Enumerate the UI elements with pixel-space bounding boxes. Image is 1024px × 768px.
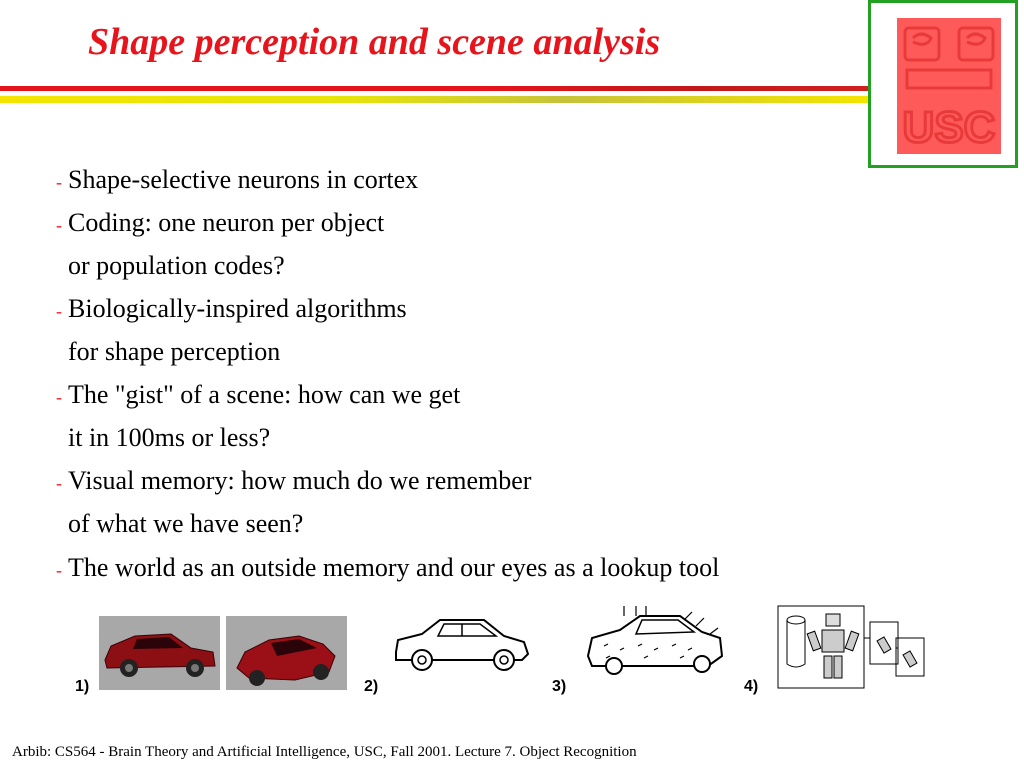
bullet-marker: - (56, 301, 62, 321)
car-normals-drawing (586, 606, 724, 675)
bullet-marker: - (56, 215, 62, 235)
bullet-6-line-1: The world as an outside memory and our e… (68, 553, 720, 582)
usc-logo-icon: USC (897, 18, 1001, 154)
rendered-car-images (99, 616, 347, 690)
bullet-4-line-2: it in 100ms or less? (68, 423, 271, 452)
figure-1-rendered-cars: 1) (75, 616, 347, 695)
bullet-3-line-2: for shape perception (68, 337, 281, 366)
bullet-marker: - (56, 172, 62, 192)
title-rule-yellow (0, 96, 870, 103)
geon-decomposition-drawing (777, 605, 925, 689)
bullet-marker: - (56, 560, 62, 580)
bullet-4-line-1: The "gist" of a scene: how can we get (68, 380, 461, 409)
bullet-2-line-1: Coding: one neuron per object (68, 208, 385, 237)
slide-footer: Arbib: CS564 - Brain Theory and Artifici… (12, 744, 637, 760)
bullet-1-line-1: Shape-selective neurons in cortex (68, 165, 419, 194)
bullet-2-line-2: or population codes? (68, 251, 285, 280)
figure-2-line-drawing-car: 2) (364, 612, 532, 695)
figure-label-2: 2) (364, 678, 379, 695)
usc-logo: USC (868, 0, 1018, 168)
figure-label-4: 4) (744, 678, 759, 695)
bullet-3-line-1: Biologically-inspired algorithms (68, 294, 407, 323)
figure-3-car-surface-normals: 3) (552, 606, 726, 695)
bullet-marker: - (56, 473, 62, 493)
bullet-marker: - (56, 387, 62, 407)
logo-letters: USC (903, 103, 996, 152)
figure-label-3: 3) (552, 678, 567, 695)
car-line-drawing (395, 619, 530, 671)
figure-4-part-decomposition: 4) (744, 598, 926, 695)
bullet-5-line-2: of what we have seen? (68, 509, 304, 538)
slide-title: Shape perception and scene analysis (88, 21, 661, 63)
figure-label-1: 1) (75, 678, 90, 695)
title-rule-red (0, 86, 870, 91)
bullet-5-line-1: Visual memory: how much do we remember (68, 466, 532, 495)
